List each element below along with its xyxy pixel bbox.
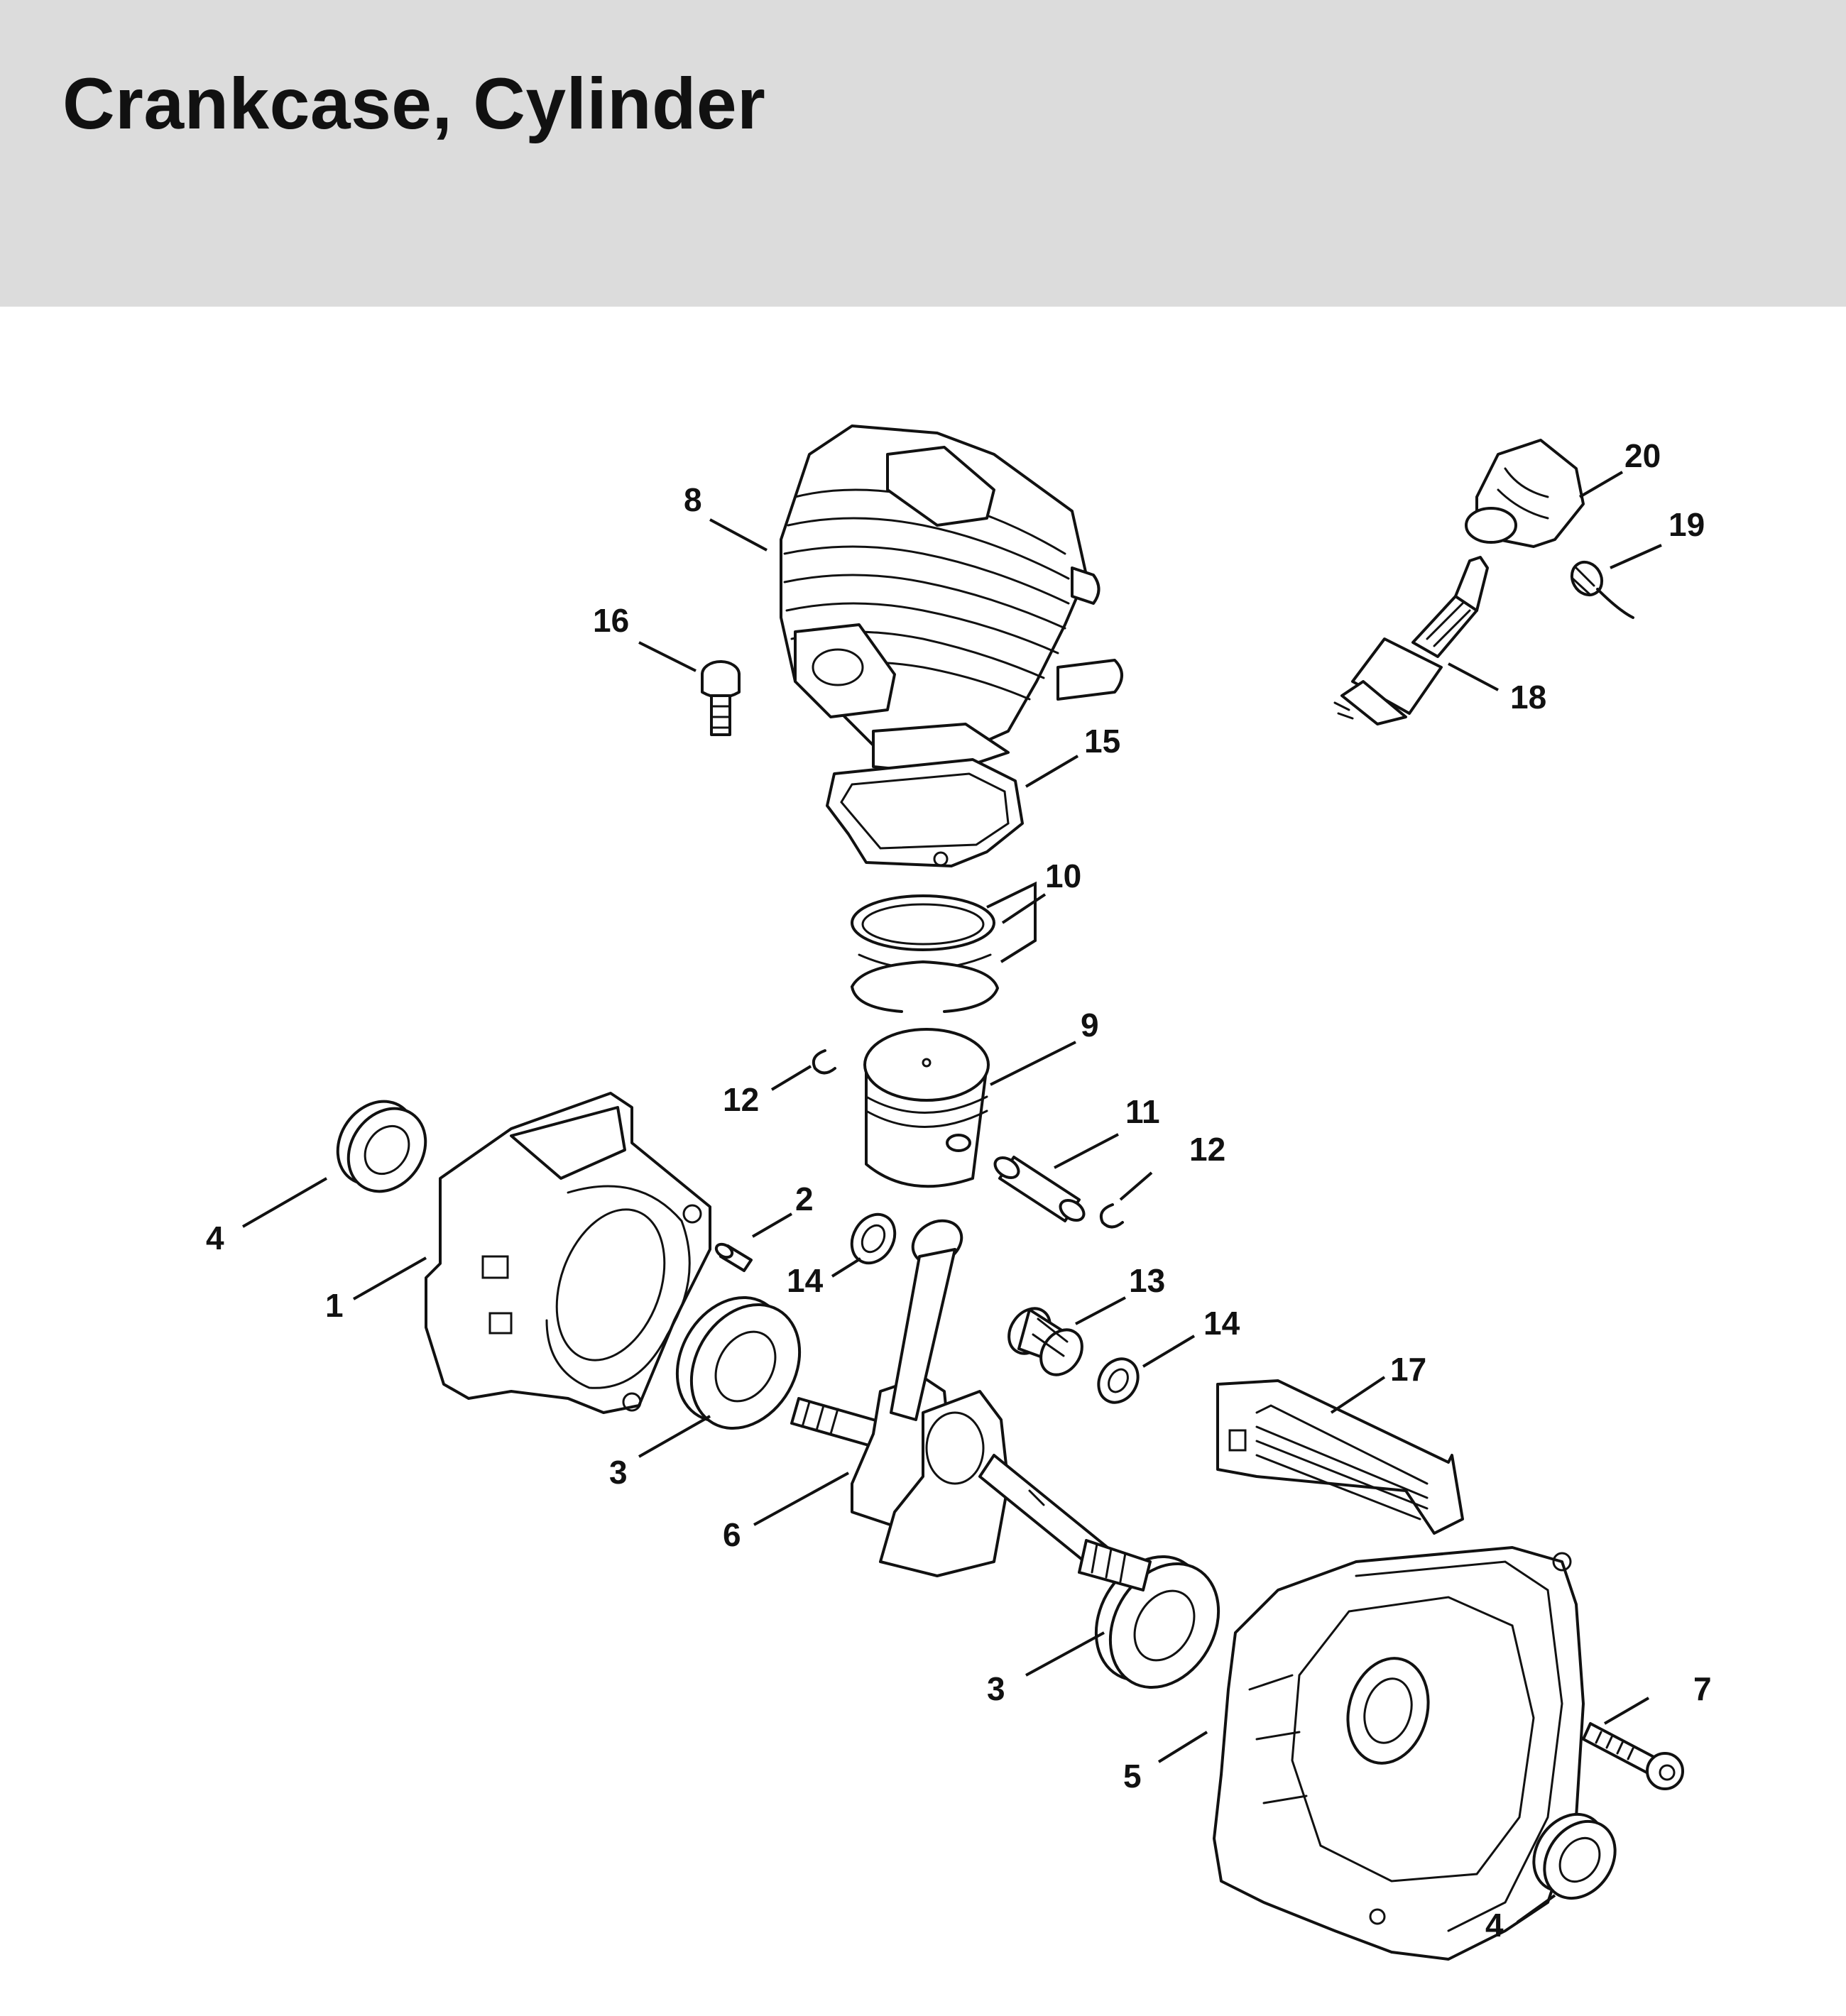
leader-line-15 [1025,755,1079,788]
heat-shield-part-17[interactable] [1216,1379,1464,1535]
leader-line-7 [1603,1697,1650,1725]
leader-line-13 [1075,1296,1126,1325]
leader-line-3a [638,1415,711,1458]
leader-line-19 [1610,544,1662,569]
callout-label-15: 15 [1084,723,1120,760]
callout-label-11: 11 [1125,1093,1160,1130]
callout-label-19: 19 [1668,506,1705,543]
screw-part-7[interactable] [1582,1722,1684,1790]
callout-label-14: 14 [787,1262,824,1299]
leader-line-14a [831,1257,862,1278]
leader-line-12b [1119,1171,1153,1201]
leader-line-1 [353,1256,427,1300]
spark-plug-boot-part-20[interactable] [1465,439,1585,548]
callout-label-14: 14 [1203,1305,1240,1342]
needle-cage-part-13[interactable] [1000,1300,1091,1383]
leader-line-8 [709,518,768,552]
leader-line-14b [1142,1335,1196,1368]
callout-label-5: 5 [1123,1758,1142,1795]
callout-label-6: 6 [723,1516,741,1553]
piston-part-9[interactable] [863,1028,990,1188]
crankcase-part-1[interactable] [425,1092,711,1414]
thrust-washer-part-14-right[interactable] [1091,1352,1145,1409]
circlip-part-12-lower[interactable] [1099,1203,1124,1229]
leader-line-4a [242,1177,327,1228]
leader-line-3b [1025,1631,1105,1677]
leader-line-2 [751,1212,793,1238]
callout-label-4: 4 [206,1220,224,1256]
callout-label-16: 16 [593,602,629,639]
dowel-pin-part-2[interactable] [714,1242,753,1272]
leader-line-9 [990,1041,1076,1086]
callout-label-3: 3 [609,1454,628,1491]
leader-line-12a [770,1065,812,1091]
leader-line-10 [1001,893,1047,924]
ball-bearing-part-3-left[interactable] [655,1278,821,1447]
leader-line-6 [753,1472,849,1526]
leader-line-18 [1448,662,1499,691]
piston-rings-part-10[interactable] [851,894,999,1013]
thrust-washer-part-14-left[interactable] [843,1207,903,1271]
page-title: Crankcase, Cylinder [62,63,766,144]
screw-part-16[interactable] [701,660,741,736]
ball-bearing-part-3-right[interactable] [1074,1537,1240,1707]
spring-part-19[interactable] [1566,557,1634,619]
cylinder-part-8[interactable] [780,424,1123,775]
callout-label-12: 12 [723,1081,759,1118]
callout-label-4: 4 [1485,1907,1504,1944]
leader-line-10-bracket [986,881,1037,963]
leader-line-16 [638,641,697,672]
leader-line-4b [1516,1894,1556,1924]
circlip-part-12-upper[interactable] [812,1049,836,1075]
header-band: Crankcase, Cylinder [0,0,1846,307]
leader-line-20 [1578,471,1624,498]
callout-label-2: 2 [795,1180,814,1217]
spark-plug-part-18[interactable] [1333,556,1489,725]
callout-label-10: 10 [1045,858,1081,894]
callout-label-17: 17 [1390,1351,1426,1388]
callout-label-12: 12 [1189,1131,1225,1168]
crankcase-part-5[interactable] [1213,1546,1585,1961]
gasket-part-15[interactable] [826,758,1024,867]
leader-line-17 [1330,1376,1386,1414]
callout-label-3: 3 [987,1670,1005,1707]
oil-seal-part-4-upper[interactable] [322,1087,441,1207]
oil-seal-part-4-lower[interactable] [1519,1801,1629,1912]
leader-line-11 [1054,1133,1119,1169]
callout-label-1: 1 [325,1287,344,1324]
callout-label-7: 7 [1693,1670,1712,1707]
piston-pin-part-11[interactable] [991,1154,1087,1225]
callout-label-9: 9 [1081,1007,1099,1043]
crankshaft-part-6[interactable] [790,1212,1152,1592]
callout-label-20: 20 [1624,437,1661,474]
callout-label-18: 18 [1510,679,1546,716]
callout-label-13: 13 [1129,1262,1165,1299]
callout-label-8: 8 [684,481,702,518]
leader-line-5 [1157,1731,1208,1763]
